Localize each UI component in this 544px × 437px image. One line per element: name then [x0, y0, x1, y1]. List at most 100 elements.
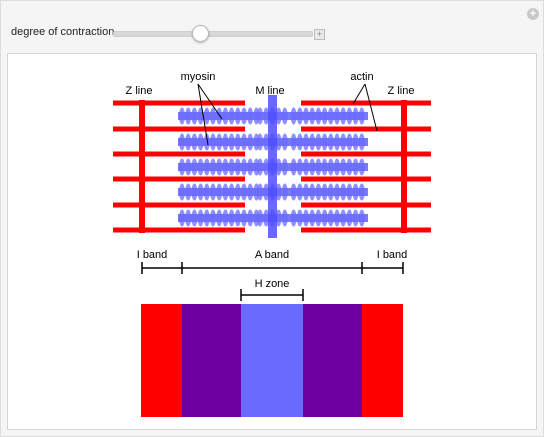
myosin-head: [185, 183, 192, 201]
myosin-head: [275, 133, 282, 151]
a-band-label: A band: [255, 249, 289, 261]
myosin-head: [234, 107, 241, 125]
actin-filament-right: [301, 100, 431, 106]
myosin-head: [290, 107, 297, 125]
myosin-head: [203, 158, 210, 176]
diagram-panel: Z line myosin M line actin Z line I band…: [7, 53, 537, 430]
myosin-head: [222, 158, 229, 176]
myosin-head: [185, 158, 192, 176]
plus-circle-icon[interactable]: +: [527, 8, 539, 20]
contraction-slider-track[interactable]: [113, 31, 313, 37]
plus-icon[interactable]: +: [314, 29, 325, 40]
myosin-head: [290, 209, 297, 227]
myosin-head: [321, 133, 328, 151]
myosin-head: [352, 158, 359, 176]
myosin-head: [228, 133, 235, 151]
myosin-head: [309, 183, 316, 201]
actin-filament-right: [301, 202, 431, 208]
myosin-head: [290, 133, 297, 151]
myosin-head: [334, 158, 340, 176]
myosin-head: [296, 183, 303, 201]
myosin-head: [241, 183, 247, 201]
myosin-head: [296, 158, 303, 176]
myosin-head: [334, 209, 340, 227]
myosin-head: [281, 158, 288, 176]
myosin-head: [210, 183, 216, 201]
z-line-left-label: Z line: [126, 85, 153, 97]
myosin-head: [340, 133, 347, 151]
myosin-head: [303, 158, 309, 176]
myosin-head: [281, 107, 288, 125]
actin-filaments: [113, 100, 431, 233]
myosin-head: [191, 133, 198, 151]
myosin-head: [185, 209, 192, 227]
myosin-head: [352, 183, 359, 201]
myosin-head: [234, 209, 241, 227]
myosin-head: [263, 209, 270, 227]
z-line-left: [139, 100, 145, 233]
myosin-head: [203, 133, 210, 151]
h-zone-label: H zone: [255, 278, 290, 290]
slider-label: degree of contraction: [11, 26, 115, 38]
myosin-head: [216, 107, 223, 125]
myosin-head: [327, 209, 334, 227]
myosin-head: [309, 133, 316, 151]
myosin-head: [197, 209, 204, 227]
myosin-head: [216, 158, 223, 176]
myosin-head: [327, 183, 334, 201]
myosin-head: [216, 183, 223, 201]
myosin-head: [228, 107, 235, 125]
myosin-head: [241, 209, 247, 227]
i-band-left-color: [141, 304, 182, 417]
myosin-head: [303, 183, 309, 201]
myosin-head: [228, 209, 235, 227]
myosin-head: [275, 107, 282, 125]
i-band-right-label: I band: [377, 249, 408, 261]
actin-filament-left: [113, 100, 245, 106]
myosin-head: [334, 183, 340, 201]
myosin-head: [247, 183, 254, 201]
myosin-head: [241, 158, 247, 176]
myosin-head: [315, 107, 322, 125]
myosin-head: [234, 158, 241, 176]
myosin-head: [352, 209, 359, 227]
myosin-head: [321, 158, 328, 176]
myosin-head: [228, 158, 235, 176]
sarcomere-diagram: Z line myosin M line actin Z line I band…: [113, 71, 431, 417]
actin-filament-left: [113, 176, 245, 182]
myosin-head: [228, 183, 235, 201]
myosin-head: [315, 158, 322, 176]
i-band-right-color: [362, 304, 403, 417]
myosin-head: [203, 107, 210, 125]
m-line: [268, 95, 277, 238]
myosin-head: [191, 209, 198, 227]
myosin-head: [346, 133, 353, 151]
band-brackets: [141, 262, 404, 301]
myosin-head: [346, 158, 353, 176]
contraction-slider-thumb[interactable]: [191, 25, 209, 42]
myosin-head: [334, 107, 340, 125]
actin-label: actin: [350, 71, 373, 83]
myosin-head: [222, 133, 229, 151]
overlap-right-color: [303, 304, 362, 417]
myosin-head: [257, 133, 263, 151]
myosin-head: [210, 133, 216, 151]
myosin-head: [340, 107, 347, 125]
myosin-head: [247, 133, 254, 151]
myosin-head: [296, 133, 303, 151]
myosin-head: [290, 183, 297, 201]
myosin-head: [290, 158, 297, 176]
myosin-head: [247, 107, 254, 125]
myosin-head: [185, 133, 192, 151]
actin-filament-left: [113, 202, 245, 208]
myosin-head: [179, 183, 185, 201]
myosin-head: [191, 107, 198, 125]
myosin-head: [234, 183, 241, 201]
myosin-head: [222, 209, 229, 227]
myosin-head: [327, 158, 334, 176]
myosin-head: [241, 133, 247, 151]
myosin-head: [303, 133, 309, 151]
myosin-head: [327, 133, 334, 151]
myosin-head: [241, 107, 247, 125]
myosin-head: [203, 209, 210, 227]
